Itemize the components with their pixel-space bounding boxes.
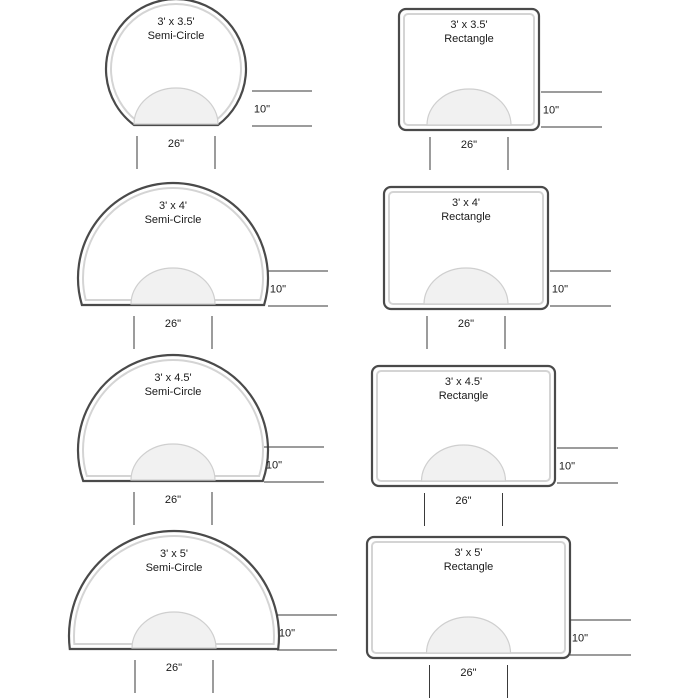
semicircle-mat-outline	[104, 0, 248, 127]
chair-cutout	[130, 443, 216, 481]
mat-shape-label: Semi-Circle	[145, 214, 202, 226]
cutout-width-label: 26"	[165, 494, 181, 506]
cutout-depth-label: 10"	[270, 284, 286, 296]
mat-size-label: 3' x 4'	[159, 200, 187, 212]
rectangle-mat-outline	[397, 7, 541, 132]
cutout-width-label: 26"	[458, 318, 474, 330]
mat-size-label: 3' x 3.5'	[157, 16, 194, 28]
mat-shape-label: Rectangle	[439, 390, 489, 402]
mat-shape-label: Rectangle	[441, 211, 491, 223]
cutout-depth-label: 10"	[279, 628, 295, 640]
cutout-depth-label: 10"	[572, 633, 588, 645]
cutout-width-label: 26"	[166, 662, 182, 674]
cutout-depth-label: 10"	[543, 105, 559, 117]
semicircle-mat-inner-border	[82, 187, 264, 301]
mat-rect-3x4: 3' x 4' Rectangle 10" 26"	[382, 185, 611, 349]
cutout-depth-label: 10"	[559, 461, 575, 473]
semicircle-mat-outline	[76, 181, 270, 307]
mat-rect-3x3-5: 3' x 3.5' Rectangle 10" 26"	[397, 7, 602, 170]
cutout-width-label: 26"	[165, 318, 181, 330]
mat-semi-3x4: 3' x 4' Semi-Circle 10" 26"	[76, 181, 328, 349]
chair-cutout	[133, 87, 219, 125]
chair-cutout	[131, 611, 217, 649]
semicircle-mat-outline	[76, 353, 270, 483]
chair-cutout	[426, 88, 512, 126]
mat-shape-label: Rectangle	[444, 561, 494, 573]
rectangle-mat-outline	[370, 364, 557, 488]
mat-semi-3x5: 3' x 5' Semi-Circle 10" 26"	[67, 529, 337, 693]
cutout-width-label: 26"	[461, 139, 477, 151]
cutout-depth-label: 10"	[254, 104, 270, 116]
cutout-width-label: 26"	[460, 667, 476, 679]
rectangle-mat-outline	[365, 535, 572, 660]
mat-shape-label: Rectangle	[444, 33, 494, 45]
cutout-width-label: 26"	[168, 138, 184, 150]
mat-size-label: 3' x 4.5'	[445, 376, 482, 388]
mat-size-label: 3' x 4'	[452, 197, 480, 209]
mat-rect-3x5: 3' x 5' Rectangle 10" 26"	[365, 535, 631, 698]
semicircle-mat-inner-border	[82, 359, 264, 477]
mat-size-label: 3' x 4.5'	[154, 372, 191, 384]
cutout-width-label: 26"	[455, 495, 471, 507]
mat-semi-3x4-5: 3' x 4.5' Semi-Circle 10" 26"	[76, 353, 324, 525]
mat-size-label: 3' x 5'	[454, 547, 482, 559]
mat-rect-3x4-5: 3' x 4.5' Rectangle 10" 26"	[370, 364, 618, 526]
mat-shape-label: Semi-Circle	[148, 30, 205, 42]
semicircle-mat-inner-border	[110, 3, 242, 121]
mat-shape-label: Semi-Circle	[145, 386, 202, 398]
rectangle-mat-outline	[382, 185, 550, 311]
mat-size-label: 3' x 3.5'	[450, 19, 487, 31]
chair-cutout	[420, 444, 507, 482]
mat-size-label: 3' x 5'	[160, 548, 188, 560]
chair-cutout	[425, 616, 512, 654]
semicircle-mat-outline	[67, 529, 281, 651]
chair-cutout	[130, 267, 216, 305]
chair-cutout	[423, 267, 509, 305]
mat-shape-label: Semi-Circle	[146, 562, 203, 574]
cutout-depth-label: 10"	[552, 284, 568, 296]
semicircle-mat-inner-border	[73, 534, 275, 645]
mat-semi-3x3-5: 3' x 3.5' Semi-Circle 10" 26"	[104, 0, 312, 169]
cutout-depth-label: 10"	[266, 460, 282, 472]
